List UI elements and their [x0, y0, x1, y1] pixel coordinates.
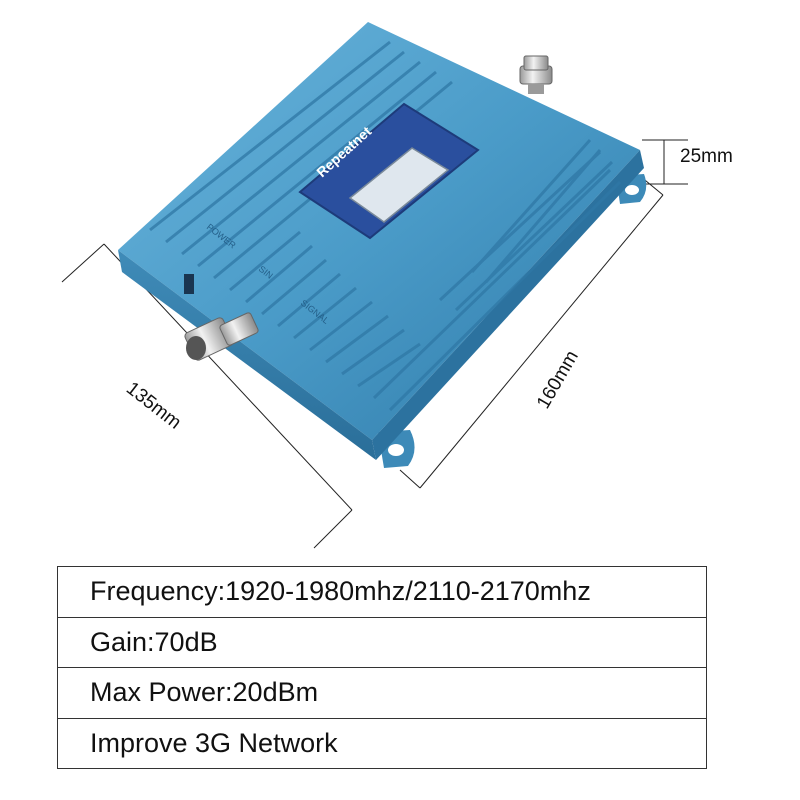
spec-row-frequency: Frequency:1920-1980mhz/2110-2170mhz: [58, 567, 706, 618]
spec-table: Frequency:1920-1980mhz/2110-2170mhz Gain…: [57, 566, 707, 769]
height-dimension-label: 25mm: [680, 146, 733, 167]
spec-row-network: Improve 3G Network: [90, 728, 338, 759]
repeater-body: Repeatnet POWER SIN SIGNAL: [118, 22, 644, 460]
antenna-connector-top: [519, 55, 553, 94]
spec-row-max-power: Max Power:20dBm: [58, 668, 706, 719]
product-photo: Repeatnet POWER SIN SIGNAL: [61, 22, 688, 549]
spec-row-gain: Gain:70dB: [58, 618, 706, 668]
antenna-connector-side: [184, 312, 259, 361]
dip-switch: [184, 274, 194, 294]
